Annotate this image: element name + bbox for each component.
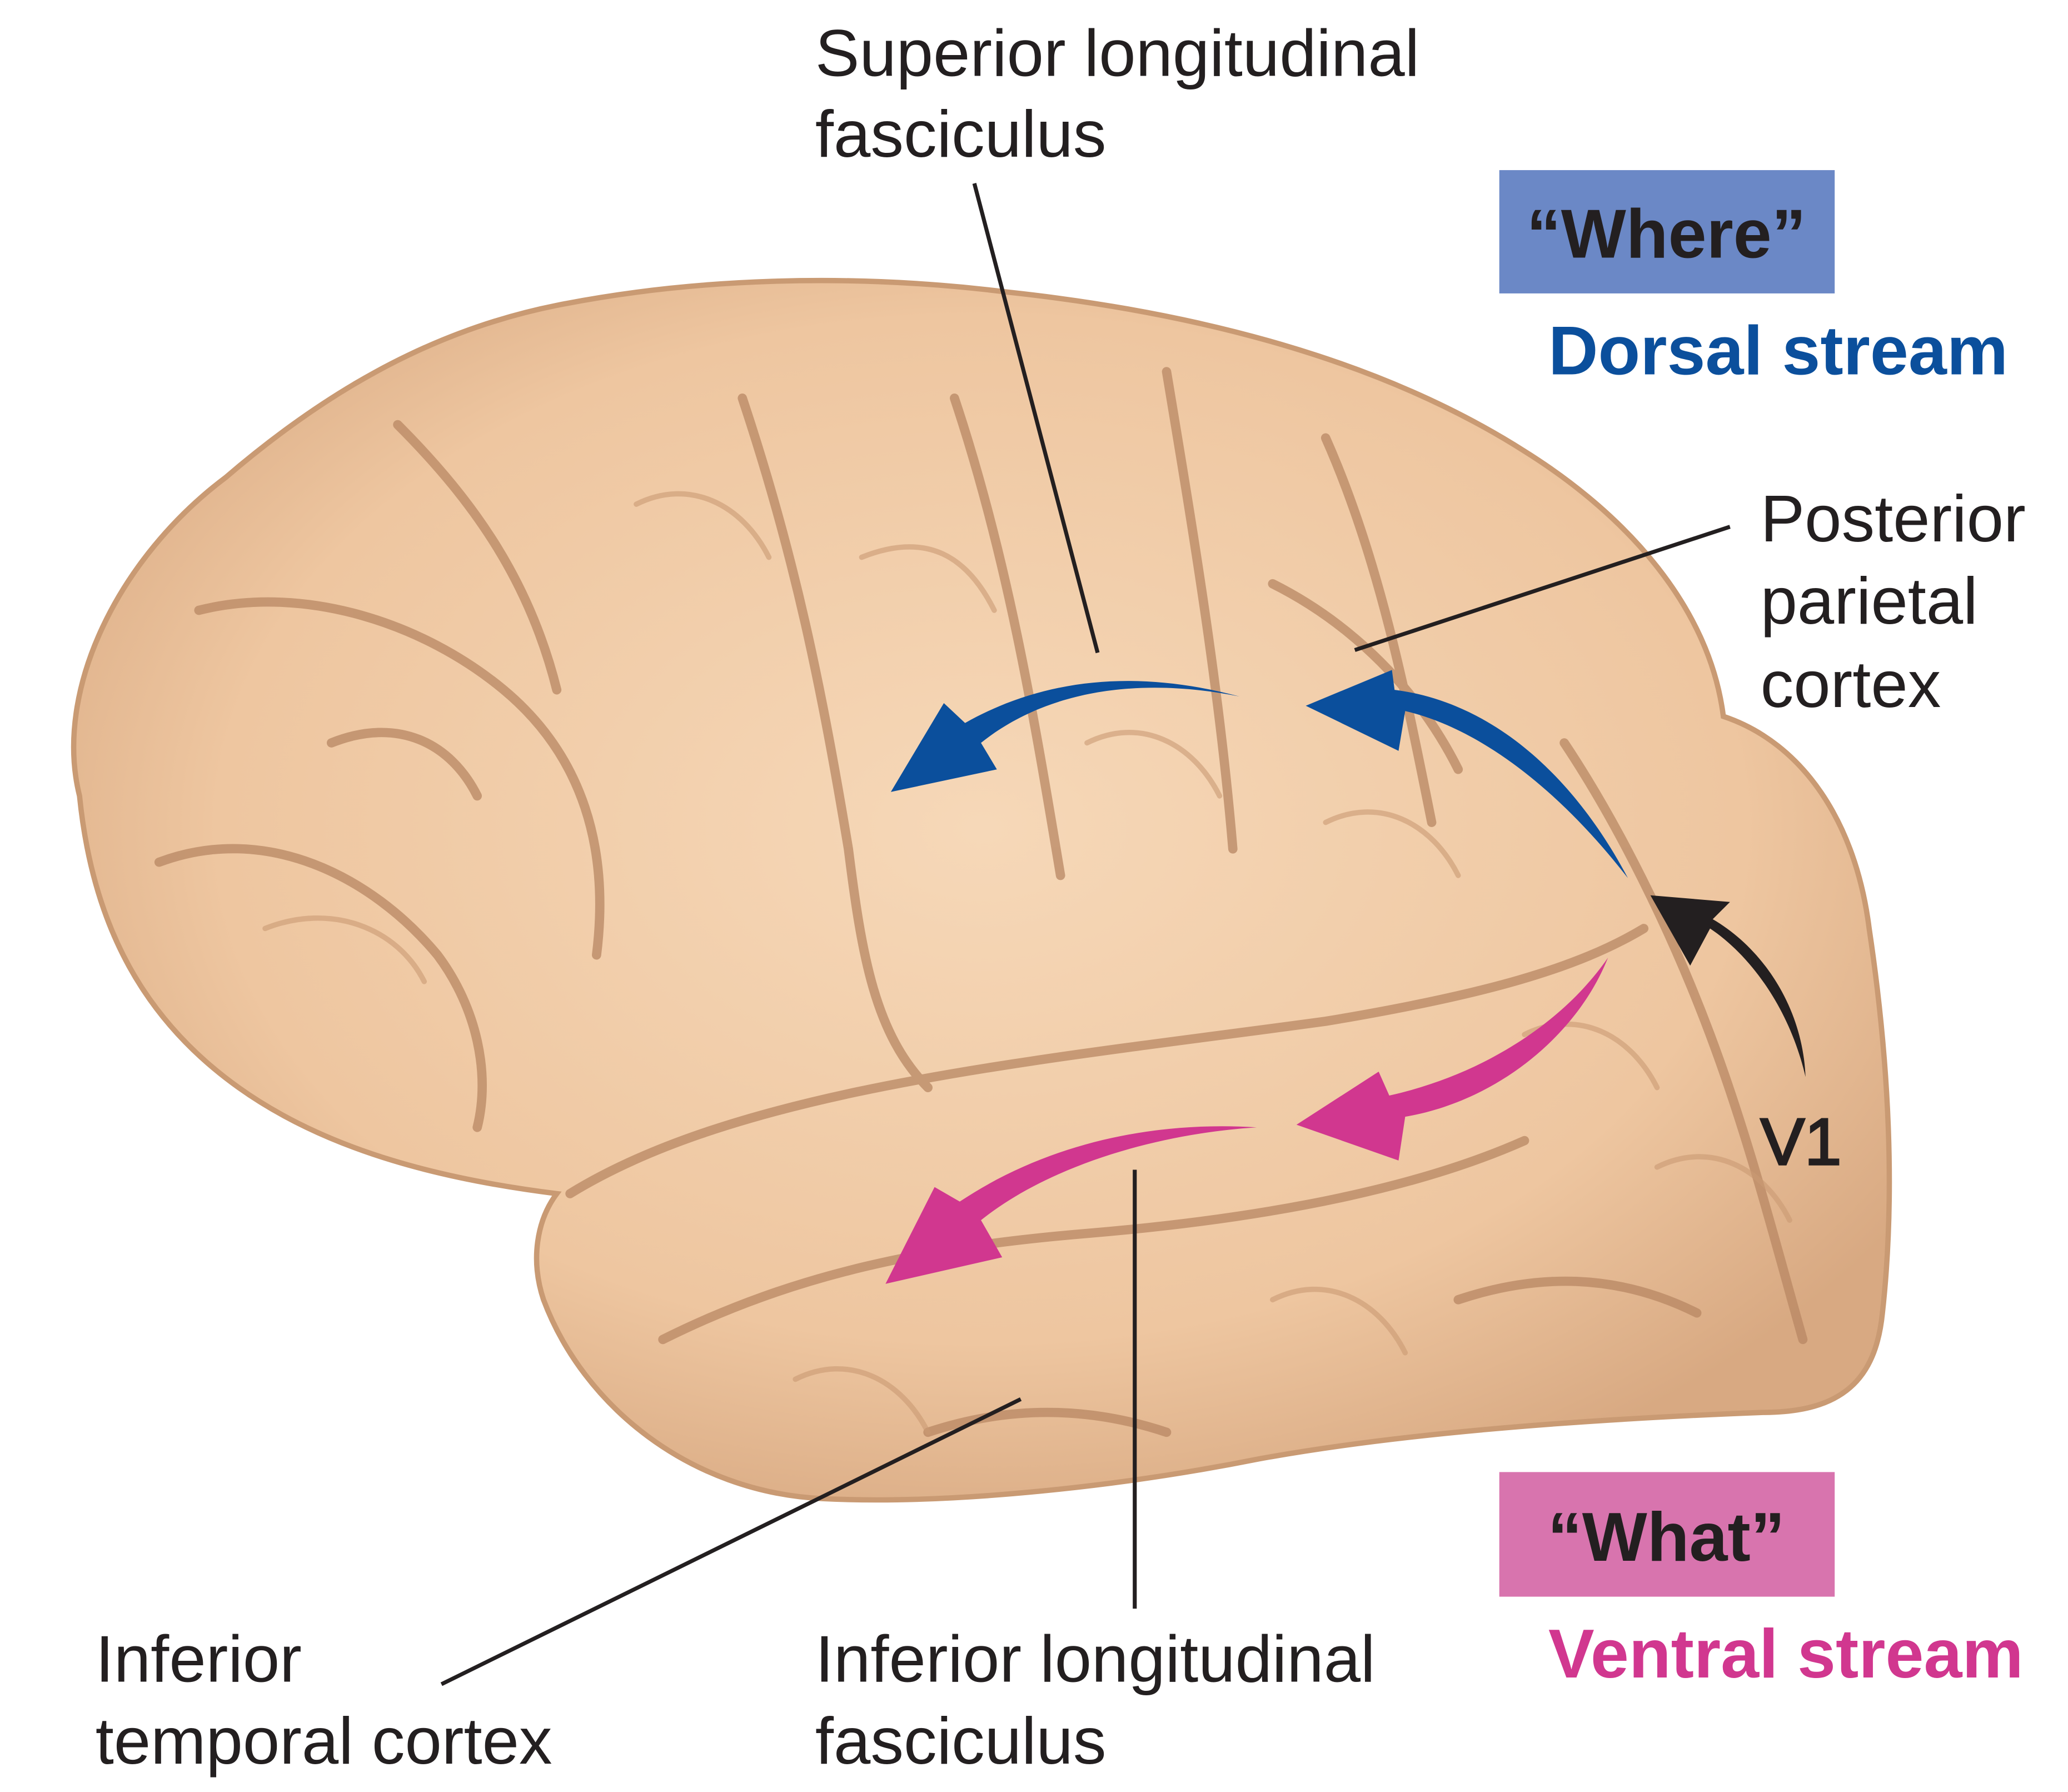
slf-label-line1: Superior longitudinal [815, 17, 1419, 91]
ventral-arrows [885, 957, 1608, 1284]
ilf-label-line1: Inferior longitudinal [815, 1622, 1376, 1696]
brain-illustration [71, 277, 1892, 1503]
what-tag: “What” [1548, 1499, 1785, 1576]
ventral-arrow-2 [885, 1126, 1257, 1284]
v1-arrow [1650, 895, 1806, 1077]
dorsal-arrow-1 [1305, 670, 1628, 878]
ppc-label-line1: Posterior [1761, 482, 2026, 556]
ventral-stream-label: Ventral stream [1548, 1616, 2024, 1693]
where-tag: “Where” [1527, 196, 1806, 272]
itc-label-line1: Inferior [96, 1622, 302, 1696]
leader-line-slf [972, 183, 1100, 654]
where-box [1499, 170, 1835, 293]
ppc-label-line3: cortex [1761, 648, 1941, 721]
ilf-label-line2: fasciculus [815, 1704, 1107, 1778]
slf-label-line2: fasciculus [815, 97, 1107, 171]
leader-line-itc [440, 1397, 1022, 1686]
what-box [1499, 1472, 1835, 1597]
v1-label: V1 [1761, 1105, 1842, 1179]
leader-line-ppc [1354, 525, 1731, 652]
dorsal-arrows [890, 670, 1628, 878]
dorsal-arrow-2 [890, 681, 1240, 792]
dorsal-stream-label: Dorsal stream [1548, 312, 2008, 389]
ventral-arrow-1 [1296, 957, 1608, 1161]
ppc-label-line2: parietal [1761, 564, 1978, 638]
itc-label-line2: temporal cortex [96, 1704, 552, 1778]
